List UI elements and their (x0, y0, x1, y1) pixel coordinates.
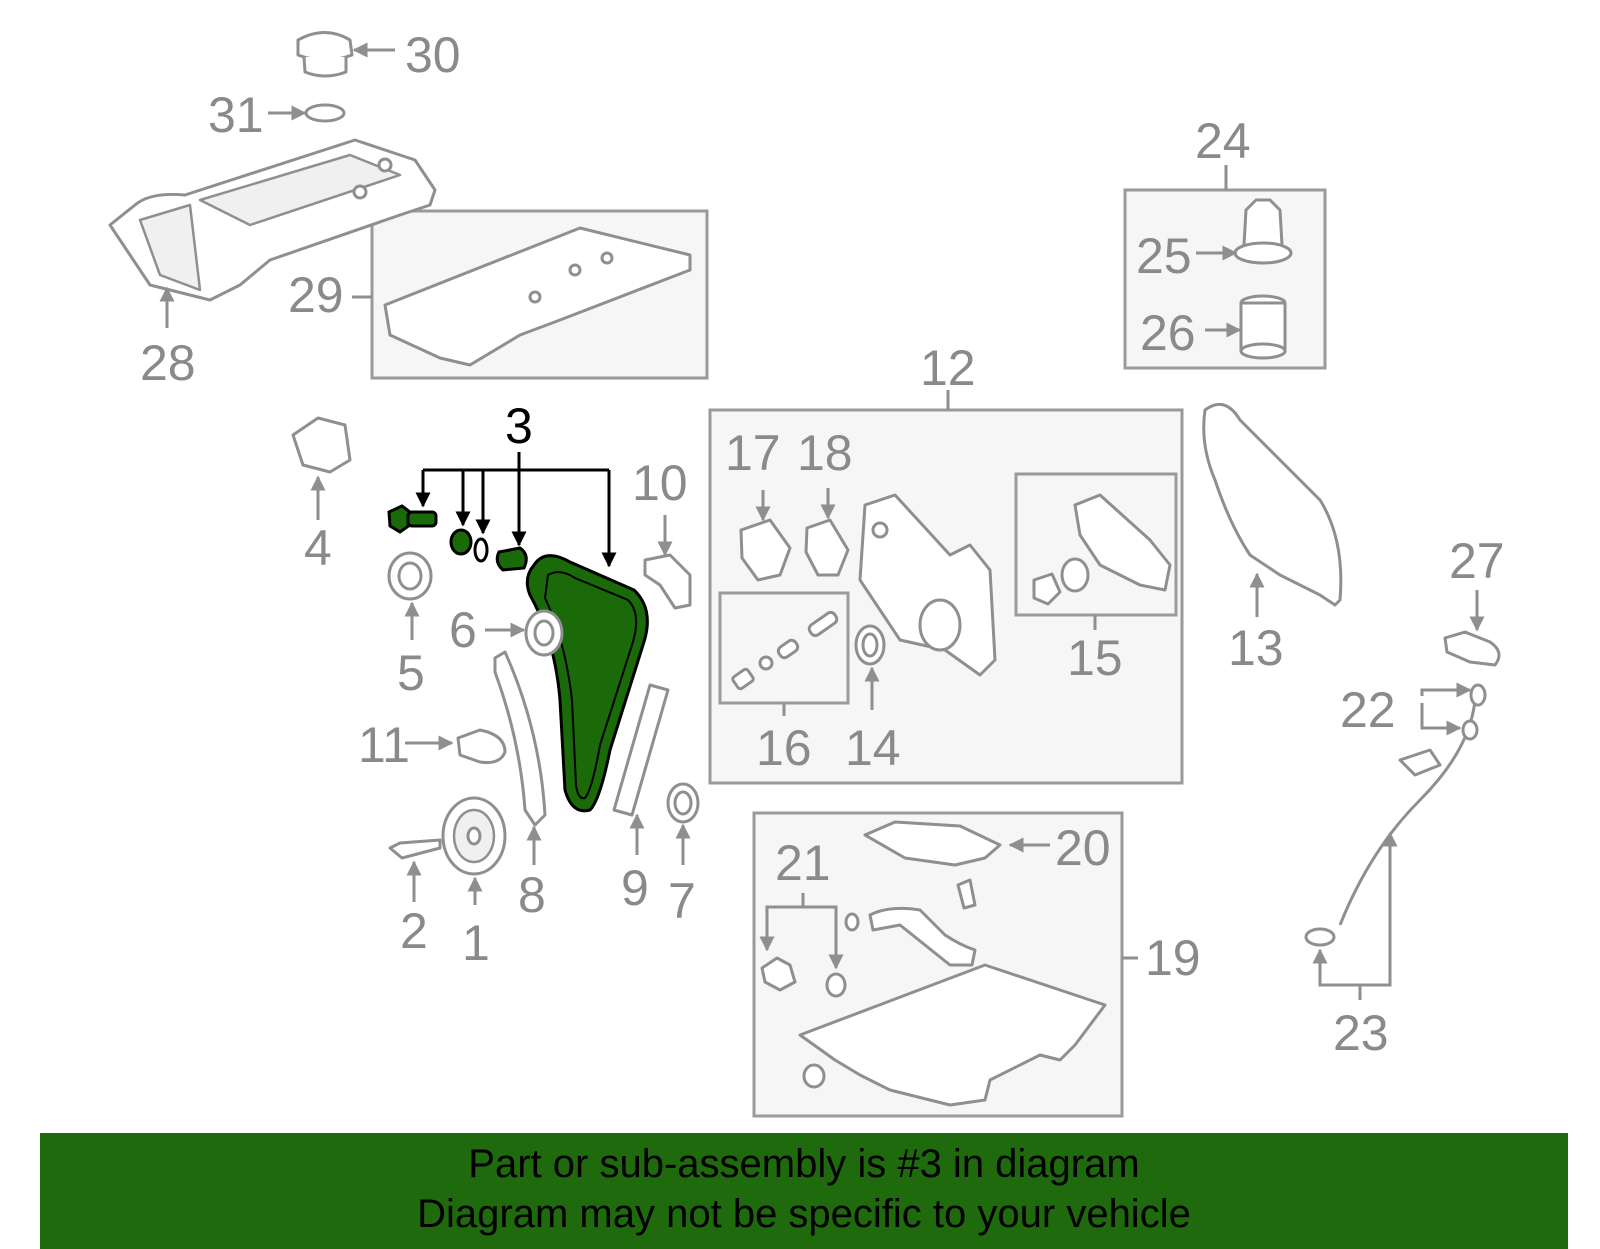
callout-16: 16 (756, 720, 812, 776)
dipstick-tube-part[interactable] (1304, 683, 1487, 947)
info-banner: Part or sub-assembly is #3 in diagram Di… (40, 1133, 1568, 1249)
tensioner-guide-part-8[interactable] (493, 650, 547, 827)
callout-29: 29 (288, 267, 344, 323)
callout-28: 28 (140, 335, 196, 391)
drain-washer-part-21[interactable] (825, 972, 847, 998)
callout-21: 21 (775, 835, 831, 891)
callout-3: 3 (505, 398, 533, 454)
callout-20: 20 (1055, 820, 1111, 876)
tensioner-part-11[interactable] (456, 728, 507, 764)
cover-gasket-part-13[interactable] (1202, 402, 1343, 607)
callout-25: 25 (1136, 228, 1192, 284)
oil-filter-element-part[interactable] (1239, 294, 1287, 360)
guide-bracket-part-10[interactable] (643, 553, 692, 610)
callout-26: 26 (1140, 305, 1196, 361)
callout-11: 11 (358, 717, 410, 773)
callout-9: 9 (621, 860, 649, 916)
callout-31: 31 (208, 87, 264, 143)
sprocket-part-6[interactable] (524, 609, 564, 657)
callout-1: 1 (462, 915, 490, 971)
oil-pan-part[interactable] (798, 963, 1107, 1107)
bracket-part-4[interactable] (291, 416, 352, 474)
callout-2: 2 (400, 903, 428, 959)
callout-5: 5 (397, 645, 425, 701)
callout-10: 10 (632, 455, 688, 511)
callout-30: 30 (405, 27, 461, 83)
bolt-part-2[interactable] (388, 838, 442, 860)
seal-part-7[interactable] (666, 782, 700, 824)
valve-cover-part[interactable] (108, 138, 437, 302)
callout-4: 4 (304, 520, 332, 576)
callout-12: 12 (920, 340, 976, 396)
callout-13: 13 (1228, 620, 1284, 676)
oil-baffle-part[interactable] (863, 820, 1002, 867)
callout-17: 17 (725, 425, 781, 481)
callout-7: 7 (668, 873, 696, 929)
callout-27: 27 (1449, 533, 1505, 589)
callout-18: 18 (797, 425, 853, 481)
seal-part-5[interactable] (387, 551, 433, 601)
crankshaft-pulley-part[interactable] (441, 796, 507, 876)
callout-8: 8 (518, 867, 546, 923)
callout-24: 24 (1195, 113, 1251, 169)
callout-15: 15 (1067, 630, 1123, 686)
banner-line-1: Part or sub-assembly is #3 in diagram (468, 1142, 1140, 1186)
oil-filler-cap-part[interactable] (296, 31, 354, 78)
sensor-part-27[interactable] (1443, 630, 1501, 667)
banner-line-2: Diagram may not be specific to your vehi… (417, 1192, 1191, 1236)
washer-part-31[interactable] (304, 103, 346, 123)
group-box-24 (1123, 188, 1327, 370)
callout-6: 6 (449, 602, 477, 658)
drain-plug-part-21[interactable] (760, 956, 797, 992)
callout-14: 14 (845, 720, 901, 776)
oil-pump-part[interactable] (1032, 493, 1172, 606)
pressure-valve-kit-part[interactable] (731, 610, 839, 691)
callout-23: 23 (1333, 1005, 1389, 1061)
front-seal-part-14[interactable] (854, 624, 886, 666)
oil-pickup-tube-part[interactable] (844, 878, 977, 967)
callout-19: 19 (1145, 930, 1201, 986)
callout-22: 22 (1340, 682, 1396, 738)
gasket-part-18[interactable] (804, 518, 850, 577)
front-cover-part[interactable] (858, 493, 997, 677)
